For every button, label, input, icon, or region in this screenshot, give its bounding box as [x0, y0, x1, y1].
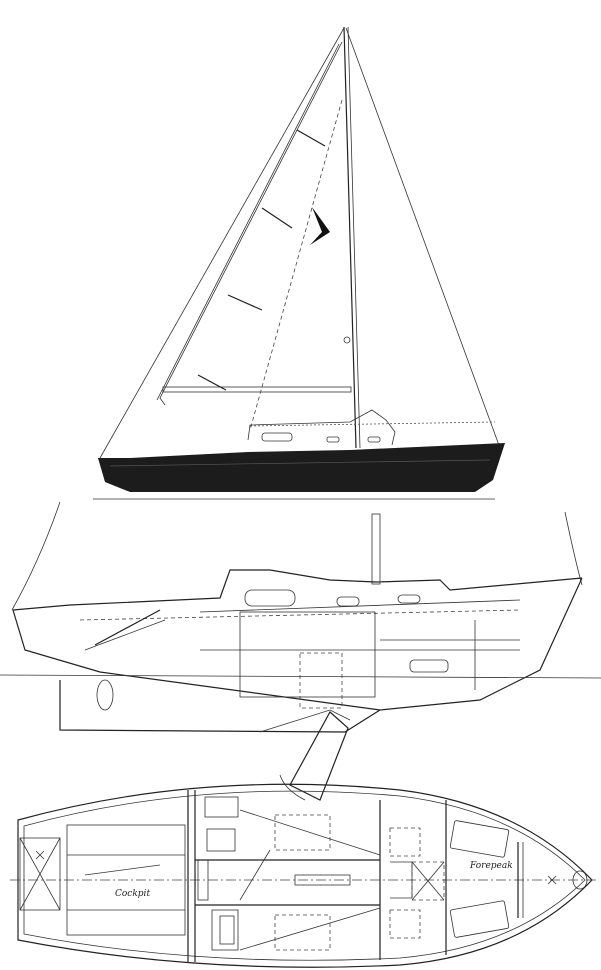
batten	[197, 374, 227, 391]
main-cabin	[239, 611, 376, 698]
portlight	[336, 596, 360, 607]
tiller	[84, 864, 161, 876]
forestay	[345, 27, 501, 449]
bow-fitting	[572, 870, 588, 890]
portlight	[397, 594, 421, 604]
deck-line	[12, 569, 583, 611]
hull	[98, 443, 505, 492]
batten	[296, 129, 326, 147]
forepeak-label: Forepeak	[469, 861, 513, 871]
deck-outline	[17, 783, 593, 968]
sail-insignia-icon	[310, 207, 330, 245]
mainsail-leech	[159, 41, 343, 406]
accommodation-plan-view: Cockpit Forepeak	[10, 783, 596, 968]
sail-plan-view	[93, 26, 505, 500]
mast	[343, 26, 357, 449]
backstay	[99, 27, 345, 459]
waterline	[0, 674, 601, 679]
berth-lower	[274, 914, 331, 951]
keel	[59, 680, 381, 733]
propeller-aperture	[96, 679, 114, 711]
berth-upper	[274, 814, 331, 851]
stove	[206, 828, 236, 852]
cleat-icon	[547, 875, 557, 885]
lazarette-hatch	[19, 837, 61, 911]
sink	[211, 909, 239, 951]
tiller	[94, 609, 161, 646]
cockpit-label: Cockpit	[115, 889, 150, 899]
backstay	[11, 501, 61, 611]
cockpit	[66, 824, 186, 936]
inboard-profile-view	[0, 501, 601, 801]
cabin-house	[247, 409, 396, 446]
batten	[227, 294, 263, 311]
mast-section	[371, 513, 381, 585]
portlight	[244, 589, 296, 607]
centerboard	[289, 711, 349, 801]
portlight	[326, 436, 340, 443]
batten	[261, 207, 293, 229]
hull-profile	[12, 577, 583, 711]
head	[409, 659, 449, 673]
cleat-icon	[35, 850, 45, 860]
shelf-port	[449, 820, 510, 858]
boom	[162, 386, 352, 393]
portlight	[367, 436, 381, 443]
jib-outline	[249, 99, 343, 431]
shelf-starboard	[449, 900, 510, 938]
icebox	[204, 796, 239, 818]
portlight	[261, 432, 293, 442]
forestay	[564, 511, 583, 586]
table	[294, 874, 351, 886]
